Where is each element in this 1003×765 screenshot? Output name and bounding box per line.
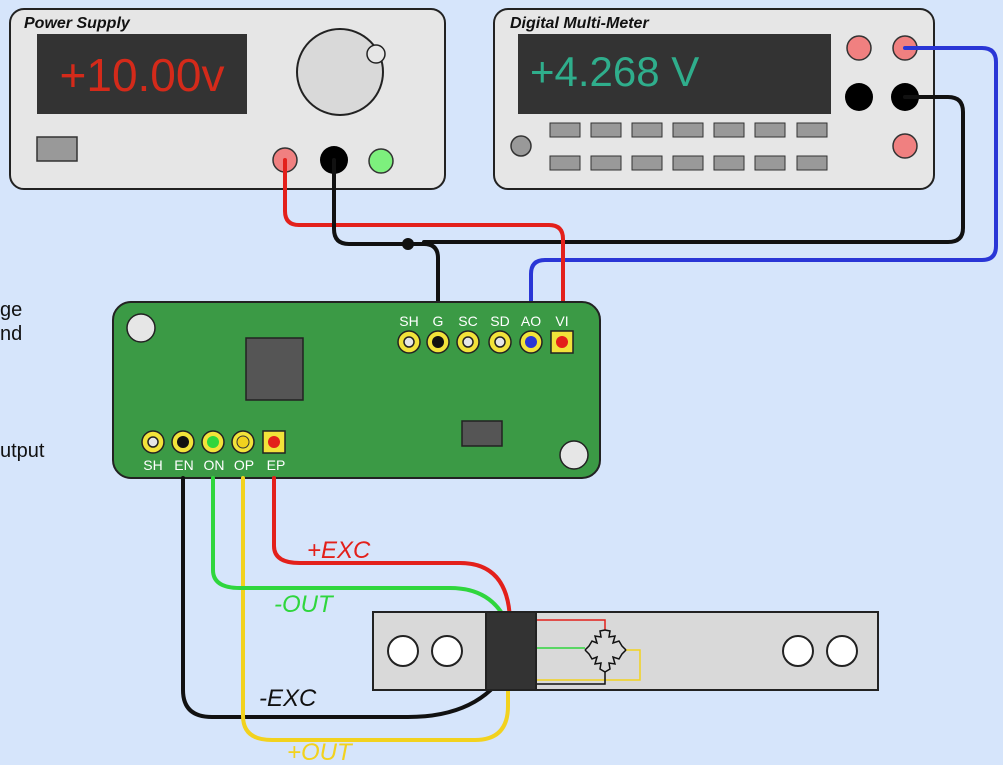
resistor (604, 629, 627, 651)
pin-hole (494, 336, 506, 348)
mounting-hole (387, 635, 419, 667)
pin-label: SD (490, 313, 509, 329)
wire-blue-dmm-v (529, 46, 998, 342)
side-text-line1: ge (0, 299, 22, 321)
wires-top (283, 46, 998, 342)
pin-hole (207, 436, 219, 448)
pin-hole (525, 336, 537, 348)
wire-junction (402, 238, 414, 250)
dmm-terminal-com-a[interactable] (845, 83, 873, 111)
label-pos-out: +OUT (287, 739, 354, 765)
label-pos-exc: +EXC (307, 537, 371, 564)
strain-gauge-bridge (584, 629, 627, 673)
dmm-button[interactable] (590, 122, 622, 138)
dmm-terminal-a[interactable] (846, 35, 872, 61)
wire-red-exc (272, 476, 512, 622)
internal-wires (536, 619, 641, 685)
wire-black-dmm-com (422, 95, 965, 244)
wires-bottom (181, 476, 514, 742)
side-text-line3: utput (0, 440, 45, 462)
dmm-button[interactable] (631, 155, 663, 171)
knob-indicator (366, 44, 386, 64)
top-header: SH G SC SD AO VI (397, 313, 574, 354)
cable-gland (485, 611, 537, 691)
internal-wire-yellow (536, 649, 641, 681)
dmm-button[interactable] (549, 155, 581, 171)
voltage-knob[interactable] (296, 28, 384, 116)
pin-hole (147, 436, 159, 448)
mounting-hole (559, 440, 589, 470)
pin-hole (268, 436, 280, 448)
load-cell (372, 611, 879, 691)
dmm-button[interactable] (754, 122, 786, 138)
pin-label: SH (399, 313, 418, 329)
power-supply-readout: +10.00v (60, 49, 225, 101)
psu-terminal-ground[interactable] (368, 148, 394, 174)
pin-hole (556, 336, 568, 348)
dmm-button[interactable] (672, 155, 704, 171)
dmm-button[interactable] (590, 155, 622, 171)
pin-hole (403, 336, 415, 348)
amplifier-board: SH G SC SD AO VI (112, 301, 601, 479)
power-supply-title: Power Supply (24, 15, 131, 32)
internal-wire-black (536, 672, 606, 685)
multimeter-display (518, 34, 831, 114)
pin-hole (432, 336, 444, 348)
wire-black-exc (181, 476, 510, 719)
pin-label: EN (174, 457, 193, 473)
resistor (584, 629, 606, 651)
pin-label: ON (204, 457, 225, 473)
dmm-button[interactable] (713, 155, 745, 171)
label-neg-exc: -EXC (259, 685, 317, 712)
wire-black-psu (332, 158, 440, 342)
mounting-hole (431, 635, 463, 667)
multimeter-readout: +4.268 V (530, 48, 699, 95)
pin-hole (462, 336, 474, 348)
side-text-line2: nd (0, 323, 22, 345)
pin-label: OP (234, 457, 254, 473)
power-supply-display (37, 34, 247, 114)
pin-label: AO (521, 313, 541, 329)
label-neg-out: -OUT (274, 591, 335, 618)
pin-label: G (433, 313, 444, 329)
resistor (584, 649, 606, 673)
pin-label: SH (143, 457, 162, 473)
dmm-terminal-ma[interactable] (892, 133, 918, 159)
dmm-button[interactable] (796, 122, 828, 138)
dmm-button[interactable] (672, 122, 704, 138)
multimeter: Digital Multi-Meter +4.268 V (493, 8, 935, 190)
dmm-button[interactable] (631, 122, 663, 138)
mounting-hole (782, 635, 814, 667)
mounting-hole (126, 313, 156, 343)
pin-label: SC (458, 313, 477, 329)
ic-chip-large (245, 337, 304, 401)
resistor (604, 649, 627, 673)
pin-label: VI (555, 313, 568, 329)
dmm-power-button[interactable] (510, 135, 532, 157)
wire-yellow-out (241, 476, 510, 742)
multimeter-buttons (549, 122, 828, 171)
dmm-button[interactable] (796, 155, 828, 171)
dmm-button[interactable] (549, 122, 581, 138)
wire-red-psu (283, 158, 565, 342)
mounting-hole (826, 635, 858, 667)
power-supply: Power Supply +10.00v (9, 8, 446, 190)
dmm-button[interactable] (754, 155, 786, 171)
internal-wire-red (536, 619, 606, 630)
pin-hole (177, 436, 189, 448)
dmm-button[interactable] (713, 122, 745, 138)
power-switch[interactable] (36, 136, 78, 162)
ic-chip-small (461, 420, 503, 447)
bottom-header: SH EN ON OP EP (141, 430, 286, 473)
pin-label: EP (267, 457, 286, 473)
pin-hole (236, 435, 250, 449)
multimeter-title: Digital Multi-Meter (510, 15, 649, 32)
